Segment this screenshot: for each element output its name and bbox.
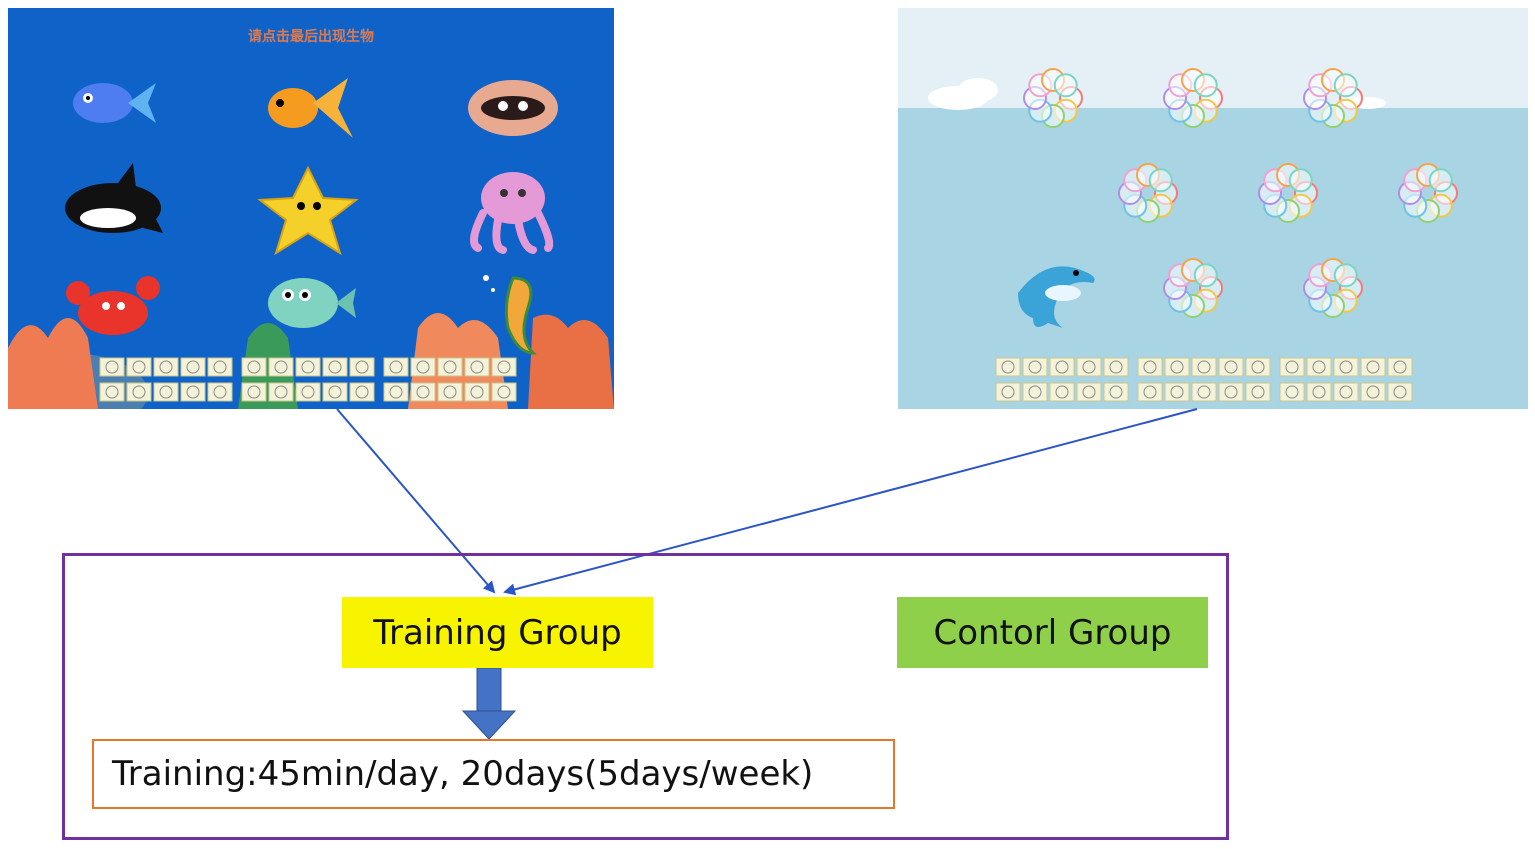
smiley-icon — [126, 357, 152, 377]
goldfish-icon — [268, 78, 353, 138]
smiley-icon — [1387, 357, 1413, 377]
smiley-icon — [1076, 357, 1102, 377]
smiley-icon — [180, 357, 206, 377]
smiley-icon — [1360, 357, 1386, 377]
fish-icon — [73, 83, 156, 123]
smiley-icon — [349, 357, 375, 377]
smiley-icon — [464, 382, 490, 402]
smiley-icon — [268, 357, 294, 377]
game-prompt: 请点击最后出现生物 — [248, 29, 374, 45]
smiley-icon — [1022, 357, 1048, 377]
crab-icon — [66, 276, 160, 335]
smiley-icon — [1245, 382, 1271, 402]
training-game-screenshot: 请点击最后出现生物 — [8, 8, 614, 409]
smiley-icon — [1049, 357, 1075, 377]
smiley-icon — [383, 382, 409, 402]
seahorse-icon — [483, 275, 537, 355]
smiley-icon — [410, 357, 436, 377]
flower-icon — [1303, 68, 1363, 128]
score-grid — [995, 357, 1413, 402]
control-game-screenshot — [898, 8, 1528, 409]
smiley-icon — [99, 382, 125, 402]
smiley-icon — [1137, 382, 1163, 402]
octopus-icon — [470, 172, 554, 254]
flower-icon — [1258, 163, 1318, 223]
smiley-icon — [322, 357, 348, 377]
training-group-label: Training Group — [342, 597, 653, 668]
training-scene — [8, 78, 614, 409]
smiley-icon — [322, 382, 348, 402]
smiley-icon — [383, 357, 409, 377]
smiley-icon — [1360, 382, 1386, 402]
smiley-icon — [1049, 382, 1075, 402]
control-scene — [898, 8, 1528, 402]
smiley-icon — [1306, 382, 1332, 402]
flower-icon — [1303, 258, 1363, 318]
smiley-icon — [1279, 357, 1305, 377]
group-frame — [62, 553, 1229, 840]
flower-icon — [1163, 68, 1223, 128]
smiley-icon — [295, 357, 321, 377]
smiley-icon — [410, 382, 436, 402]
smiley-icon — [1387, 382, 1413, 402]
smiley-icon — [1218, 357, 1244, 377]
smiley-icon — [1137, 357, 1163, 377]
starfish-icon — [257, 165, 359, 256]
flower-icon — [1118, 163, 1178, 223]
smiley-icon — [1103, 382, 1129, 402]
smiley-icon — [491, 382, 517, 402]
smiley-icon — [995, 382, 1021, 402]
smiley-icon — [295, 382, 321, 402]
flower-icon — [1023, 68, 1083, 128]
smiley-icon — [241, 382, 267, 402]
pufferfish-icon — [268, 278, 356, 328]
smiley-icon — [207, 357, 233, 377]
smiley-icon — [99, 357, 125, 377]
score-grid — [99, 357, 517, 402]
smiley-icon — [1164, 382, 1190, 402]
flower-icon — [1398, 163, 1458, 223]
smiley-icon — [241, 357, 267, 377]
smiley-icon — [491, 357, 517, 377]
smiley-icon — [153, 382, 179, 402]
flower-grid — [1023, 68, 1458, 318]
smiley-icon — [126, 382, 152, 402]
smiley-icon — [1333, 382, 1359, 402]
clam-icon — [468, 80, 558, 136]
smiley-icon — [995, 357, 1021, 377]
dolphin-icon — [1018, 266, 1095, 328]
smiley-icon — [437, 357, 463, 377]
smiley-icon — [1191, 357, 1217, 377]
smiley-icon — [1022, 382, 1048, 402]
smiley-icon — [1245, 357, 1271, 377]
smiley-icon — [349, 382, 375, 402]
smiley-icon — [268, 382, 294, 402]
smiley-icon — [1103, 357, 1129, 377]
smiley-icon — [1191, 382, 1217, 402]
smiley-icon — [1076, 382, 1102, 402]
control-group-label: Contorl Group — [897, 597, 1208, 668]
orca-icon — [65, 163, 163, 233]
smiley-icon — [1218, 382, 1244, 402]
smiley-icon — [207, 382, 233, 402]
smiley-icon — [437, 382, 463, 402]
smiley-icon — [180, 382, 206, 402]
smiley-icon — [1164, 357, 1190, 377]
smiley-icon — [1279, 382, 1305, 402]
smiley-icon — [1333, 357, 1359, 377]
smiley-icon — [1306, 357, 1332, 377]
smiley-icon — [464, 357, 490, 377]
smiley-icon — [153, 357, 179, 377]
training-schedule: Training:45min/day, 20days(5days/week) — [92, 739, 895, 809]
flower-icon — [1163, 258, 1223, 318]
